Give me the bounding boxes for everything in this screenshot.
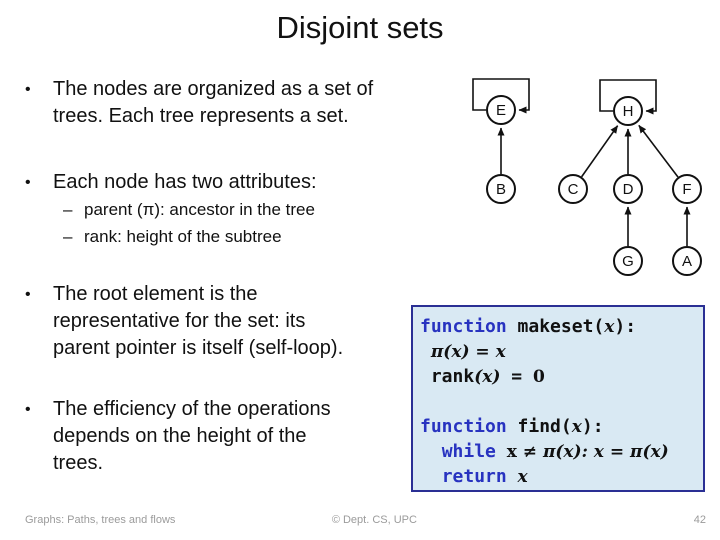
code-text: x <box>604 317 615 337</box>
code-text: π(x) = x <box>430 342 506 362</box>
tree-node-G: G <box>613 246 643 276</box>
code-keyword: function <box>420 416 518 437</box>
parent-edge-C-to-H <box>580 125 619 178</box>
bullet-text: The nodes are organized as a set of tree… <box>53 78 374 127</box>
code-text: (x) <box>474 367 501 387</box>
tree-node-B: B <box>486 174 516 204</box>
sub-bullet-marker: – <box>63 227 73 246</box>
code-text: ): <box>581 416 604 437</box>
tree-node-E: E <box>486 95 516 125</box>
bullet-text: The root element is the representative f… <box>53 283 344 359</box>
footer-copyright: © Dept. CS, UPC <box>331 514 417 526</box>
code-text <box>420 466 442 487</box>
code-line: function makeset(x): <box>420 314 699 339</box>
code-line: function find(x): <box>420 414 699 439</box>
sub-bullet-text: parent (π): ancestor in the tree <box>84 200 315 219</box>
code-text: x <box>517 467 528 487</box>
bullet-marker: • <box>25 81 31 98</box>
sub-bullet-item-1: – parent (π): ancestor in the tree <box>63 196 444 223</box>
code-text: = <box>500 366 533 387</box>
code-block-lines: function makeset(x): π(x) = x rank(x) = … <box>420 314 699 489</box>
code-text: x <box>506 442 517 462</box>
code-line: π(x) = x <box>420 339 699 364</box>
tree-edges-svg <box>472 78 691 246</box>
bullet-text: Each node has two attributes: <box>53 171 317 193</box>
code-keyword: while <box>441 441 507 462</box>
code-line <box>420 389 699 414</box>
tree-node-D: D <box>613 174 643 204</box>
tree-node-C: C <box>558 174 588 204</box>
code-text: x <box>571 417 582 437</box>
code-keyword: return <box>441 466 518 487</box>
bullet-marker: • <box>25 401 31 418</box>
self-loop-edge-H <box>599 79 657 115</box>
bullet-item-2: • Each node has two attributes: <box>25 169 453 196</box>
bullet-marker: • <box>25 286 31 303</box>
sub-bullet-text: rank: height of the subtree <box>84 227 282 246</box>
sub-bullet-marker: – <box>63 200 73 219</box>
code-keyword: function <box>420 316 518 337</box>
footer-deck-title: Graphs: Paths, trees and flows <box>25 514 176 526</box>
code-text: find( <box>517 416 572 437</box>
sub-bullet-item-2: – rank: height of the subtree <box>63 223 444 250</box>
pseudocode-box: function makeset(x): π(x) = x rank(x) = … <box>411 305 705 492</box>
code-text: ): <box>614 316 637 337</box>
code-line: while x ≠ π(x): x = π(x) <box>420 439 699 464</box>
code-line: rank(x) = 0 <box>420 364 699 389</box>
bullet-marker: • <box>25 174 31 191</box>
code-text: ≠ π(x): x = π(x) <box>516 442 669 462</box>
code-text: makeset( <box>517 316 605 337</box>
bullet-item-4: • The efficiency of the operations depen… <box>25 396 453 477</box>
parent-edge-F-to-H <box>638 124 679 178</box>
code-text <box>420 441 442 462</box>
tree-node-A: A <box>672 246 702 276</box>
bullet-item-3: • The root element is the representative… <box>25 281 453 362</box>
code-line: return x <box>420 464 699 489</box>
footer-page-number: 42 <box>693 514 706 526</box>
tree-node-F: F <box>672 174 702 204</box>
self-loop-edge-E <box>472 78 530 114</box>
bullet-text: The efficiency of the operations depends… <box>53 398 331 474</box>
tree-node-H: H <box>613 96 643 126</box>
code-text <box>420 341 431 362</box>
page-title: Disjoint sets <box>276 10 444 45</box>
code-text: rank <box>420 366 475 387</box>
code-text: 0 <box>532 367 545 387</box>
bullet-item-1: • The nodes are organized as a set of tr… <box>25 76 453 130</box>
